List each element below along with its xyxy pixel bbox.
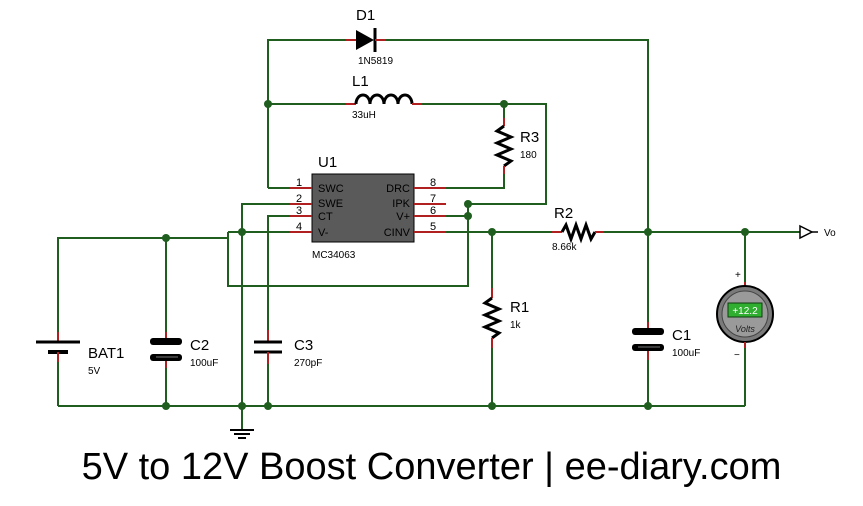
c1-value: 100uF — [672, 348, 700, 359]
diode-d1[interactable]: D1 1N5819 — [346, 7, 393, 67]
wires — [57, 39, 800, 430]
l1-ref: L1 — [352, 73, 369, 90]
meter-plus: + — [735, 270, 741, 281]
resistor-r2[interactable]: R2 8.66k — [552, 205, 604, 253]
pin-num: 2 — [296, 193, 302, 205]
d1-ref: D1 — [356, 7, 375, 24]
pin-name: V+ — [396, 211, 410, 223]
u1-ref: U1 — [318, 154, 337, 171]
meter-unit: Volts — [735, 324, 755, 334]
pin-name: CINV — [384, 227, 411, 239]
pin-num: 6 — [430, 205, 436, 217]
c2-ref: C2 — [190, 337, 209, 354]
u1-part: MC34063 — [312, 250, 356, 261]
schematic: D1 1N5819 L1 33uH R3 180 U1 1 2 3 4 — [36, 7, 836, 439]
capacitor-c2[interactable]: C2 100uF — [150, 332, 218, 369]
output-label: Vo — [824, 228, 836, 239]
r1-ref: R1 — [510, 299, 529, 316]
capacitor-c1[interactable]: C1 100uF — [632, 322, 700, 360]
meter-reading: +12.2 — [732, 306, 758, 317]
r2-value: 8.66k — [552, 242, 577, 253]
c3-value: 270pF — [294, 358, 322, 369]
r1-value: 1k — [510, 320, 522, 331]
pin-name: IPK — [392, 198, 410, 210]
r3-ref: R3 — [520, 129, 539, 146]
c1-ref: C1 — [672, 327, 691, 344]
output-terminal: Vo — [799, 224, 836, 240]
c2-value: 100uF — [190, 358, 218, 369]
pin-num: 7 — [430, 193, 436, 205]
r2-ref: R2 — [554, 205, 573, 222]
battery-bat1[interactable]: BAT1 5V — [36, 332, 124, 377]
pin-num: 4 — [296, 221, 302, 233]
pin-name: SWE — [318, 198, 343, 210]
r3-value: 180 — [520, 150, 537, 161]
bat1-ref: BAT1 — [88, 345, 124, 362]
ic-u1[interactable]: U1 1 2 3 4 8 7 6 5 SWC SWE CT V- DRC IPK… — [290, 154, 446, 261]
pin-name: V- — [318, 227, 329, 239]
pin-name: CT — [318, 211, 333, 223]
ground-icon — [230, 429, 254, 439]
capacitor-c3[interactable]: C3 270pF — [254, 330, 322, 369]
junctions — [162, 100, 749, 410]
pin-name: DRC — [386, 183, 410, 195]
inductor-l1[interactable]: L1 33uH — [346, 73, 422, 121]
l1-value: 33uH — [352, 110, 376, 121]
c3-ref: C3 — [294, 337, 313, 354]
pin-name: SWC — [318, 183, 344, 195]
pin-num: 5 — [430, 221, 436, 233]
resistor-r1[interactable]: R1 1k — [481, 288, 529, 348]
voltmeter[interactable]: + +12.2 Volts − — [716, 270, 774, 361]
pin-num: 8 — [430, 177, 436, 189]
resistor-r3[interactable]: R3 180 — [493, 118, 539, 174]
pin-num: 1 — [296, 177, 302, 189]
meter-minus: − — [734, 350, 740, 361]
pin-num: 3 — [296, 205, 302, 217]
d1-value: 1N5819 — [358, 56, 393, 67]
bat1-value: 5V — [88, 366, 101, 377]
page-title: 5V to 12V Boost Converter | ee-diary.com — [81, 446, 782, 488]
